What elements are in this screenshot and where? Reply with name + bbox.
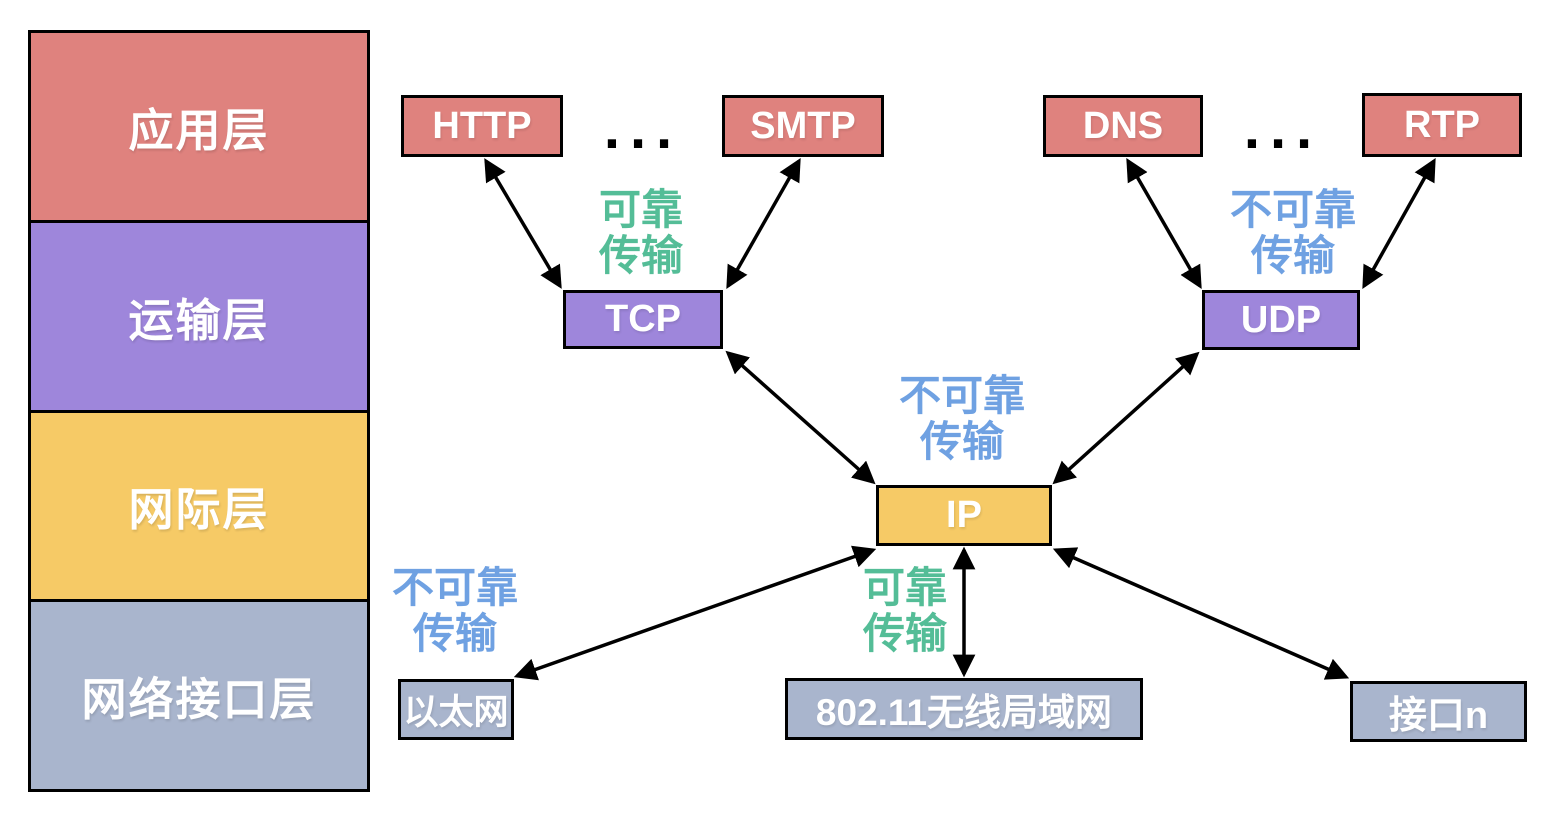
- layer-transport-label: 运输层: [128, 294, 270, 346]
- arrow-rtp-udp: [1362, 158, 1436, 289]
- udp-box: UDP: [1202, 290, 1360, 350]
- interface-n-box: 接口n: [1350, 681, 1527, 742]
- smtp-label: SMTP: [750, 104, 856, 147]
- annotation-reliable-wlan: 可靠 传输: [795, 565, 1015, 657]
- annotation-line: 不可靠: [391, 564, 518, 611]
- arrow-smtp-tcp: [726, 158, 801, 289]
- http-label: HTTP: [432, 104, 532, 147]
- annotation-line: 传输: [862, 610, 947, 657]
- layer-application: 应用层: [31, 33, 367, 223]
- rtp-label: RTP: [1404, 103, 1480, 146]
- annotation-line: 不可靠: [898, 372, 1025, 419]
- annotation-unreliable-udp: 不可靠 传输: [1183, 187, 1403, 279]
- annotation-reliable-tcp: 可靠 传输: [531, 187, 751, 279]
- annotation-line: 可靠: [598, 186, 683, 233]
- ellipsis-icon-right: ...: [1243, 96, 1323, 161]
- protocol-stack: 应用层 运输层 网际层 网络接口层: [28, 30, 370, 792]
- wlan-box: 802.11无线局域网: [785, 678, 1143, 740]
- layer-transport: 运输层: [31, 222, 367, 413]
- arrow-ip-ethernet: [513, 545, 877, 681]
- layer-network-interface-label: 网络接口层: [81, 674, 317, 726]
- arrow-tcp-ip: [725, 350, 876, 485]
- ip-label: IP: [946, 494, 982, 536]
- arrow-dns-udp: [1126, 158, 1202, 289]
- layer-internet-label: 网际层: [128, 484, 270, 536]
- ethernet-box: 以太网: [398, 679, 514, 740]
- annotation-line: 传输: [412, 610, 497, 657]
- ethernet-label: 以太网: [403, 693, 509, 732]
- annotation-unreliable-ethernet: 不可靠 传输: [345, 565, 565, 657]
- arrow-udp-ip: [1052, 351, 1200, 485]
- wlan-label: 802.11无线局域网: [815, 692, 1113, 733]
- udp-label: UDP: [1240, 298, 1322, 341]
- annotation-line: 传输: [1250, 232, 1335, 279]
- interface-n-label: 接口n: [1388, 695, 1489, 737]
- tcp-box: TCP: [563, 290, 723, 349]
- http-box: HTTP: [401, 95, 563, 157]
- ip-box: IP: [876, 485, 1052, 546]
- annotation-unreliable-ip: 不可靠 传输: [852, 373, 1072, 465]
- annotation-line: 可靠: [862, 564, 947, 611]
- layer-internet: 网际层: [31, 412, 367, 603]
- dns-box: DNS: [1043, 95, 1203, 157]
- dns-label: DNS: [1082, 104, 1164, 147]
- tcp-label: TCP: [605, 298, 681, 340]
- annotation-line: 传输: [598, 232, 683, 279]
- arrow-ip-interface-n: [1052, 547, 1350, 680]
- annotation-line: 传输: [919, 418, 1004, 465]
- annotation-line: 不可靠: [1229, 186, 1356, 233]
- layer-application-label: 应用层: [128, 104, 270, 156]
- ellipsis-icon-left: ...: [603, 96, 683, 161]
- arrow-http-tcp: [484, 158, 562, 289]
- smtp-box: SMTP: [722, 95, 884, 157]
- rtp-box: RTP: [1362, 93, 1522, 157]
- layer-network-interface: 网络接口层: [31, 602, 367, 789]
